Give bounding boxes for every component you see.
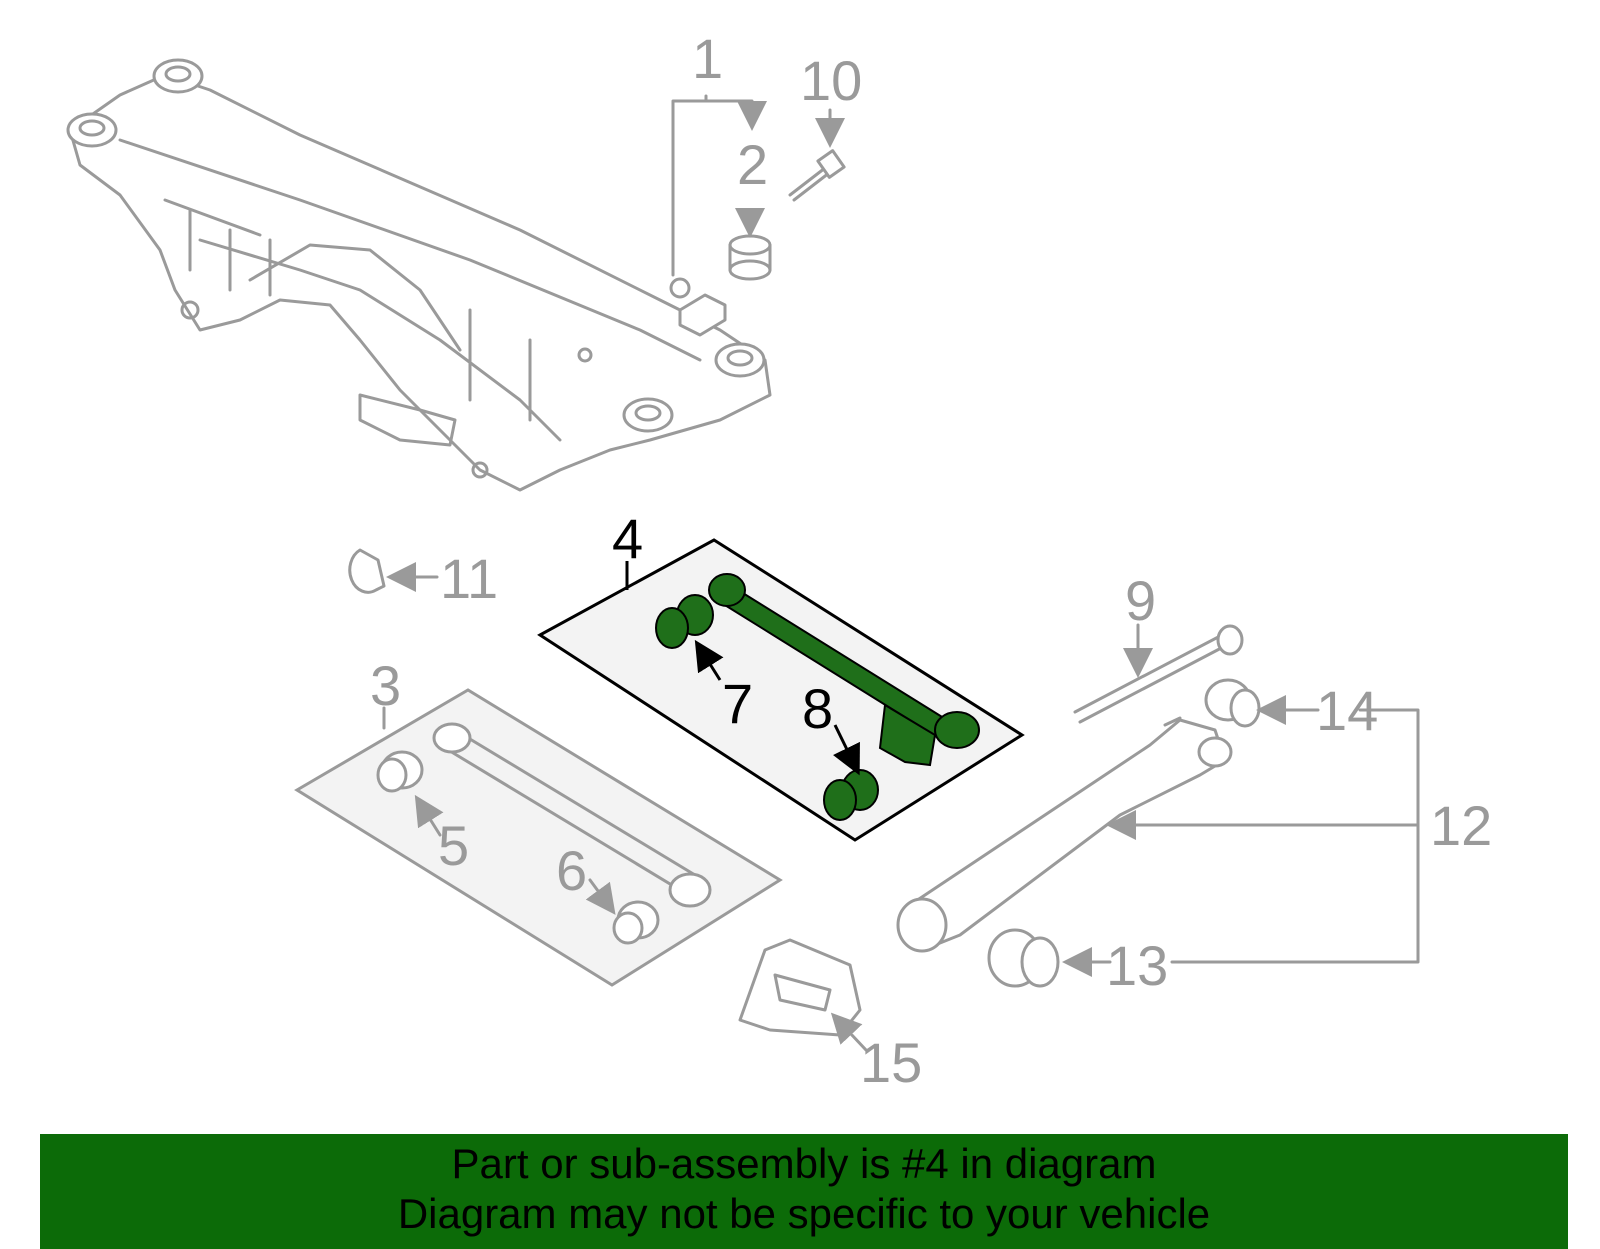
- callout-9: 9: [1125, 569, 1156, 632]
- callout-7: 7: [722, 672, 753, 735]
- diagram-canvas: 1 2 3 4 5 6 7 8 9 10 11 12 13 14 15: [66, 27, 1492, 1094]
- rear-subframe: [66, 58, 772, 492]
- callout-10: 10: [800, 49, 862, 112]
- callout-3: 3: [370, 654, 401, 717]
- callout-8: 8: [802, 677, 833, 740]
- bushing-part-13: [987, 928, 1060, 988]
- banner-line-2: Diagram may not be specific to your vehi…: [397, 1190, 1211, 1237]
- lateral-link-arm: [708, 573, 980, 767]
- callout-13: 13: [1106, 934, 1168, 997]
- info-banner: Part or sub-assembly is #4 in diagram Di…: [40, 1134, 1568, 1249]
- grommet-part-2: [728, 234, 772, 281]
- callout-11: 11: [440, 547, 498, 610]
- bushing-part-7: [655, 594, 714, 649]
- callout-1: 1: [692, 27, 723, 90]
- bracket-part-15: [738, 938, 862, 1037]
- bushing-part-8: [823, 769, 879, 821]
- callout-4: 4: [612, 507, 643, 570]
- bushing-part-14: [1204, 678, 1261, 728]
- bracket-part-1: [669, 277, 727, 337]
- callout-5: 5: [438, 814, 469, 877]
- banner-line-1: Part or sub-assembly is #4 in diagram: [451, 1140, 1157, 1187]
- callout-2: 2: [737, 133, 768, 196]
- leader-lines: [382, 94, 1420, 1052]
- callout-12: 12: [1430, 794, 1492, 857]
- callout-6: 6: [556, 839, 587, 902]
- bolt-part-10: [788, 149, 846, 202]
- kit-panel-4: [537, 538, 1025, 842]
- kit-panel-3: [294, 688, 783, 987]
- callout-14: 14: [1316, 679, 1378, 742]
- plug-part-11: [348, 548, 386, 594]
- trailing-arm-part-12: [896, 716, 1233, 953]
- callout-15: 15: [860, 1031, 922, 1094]
